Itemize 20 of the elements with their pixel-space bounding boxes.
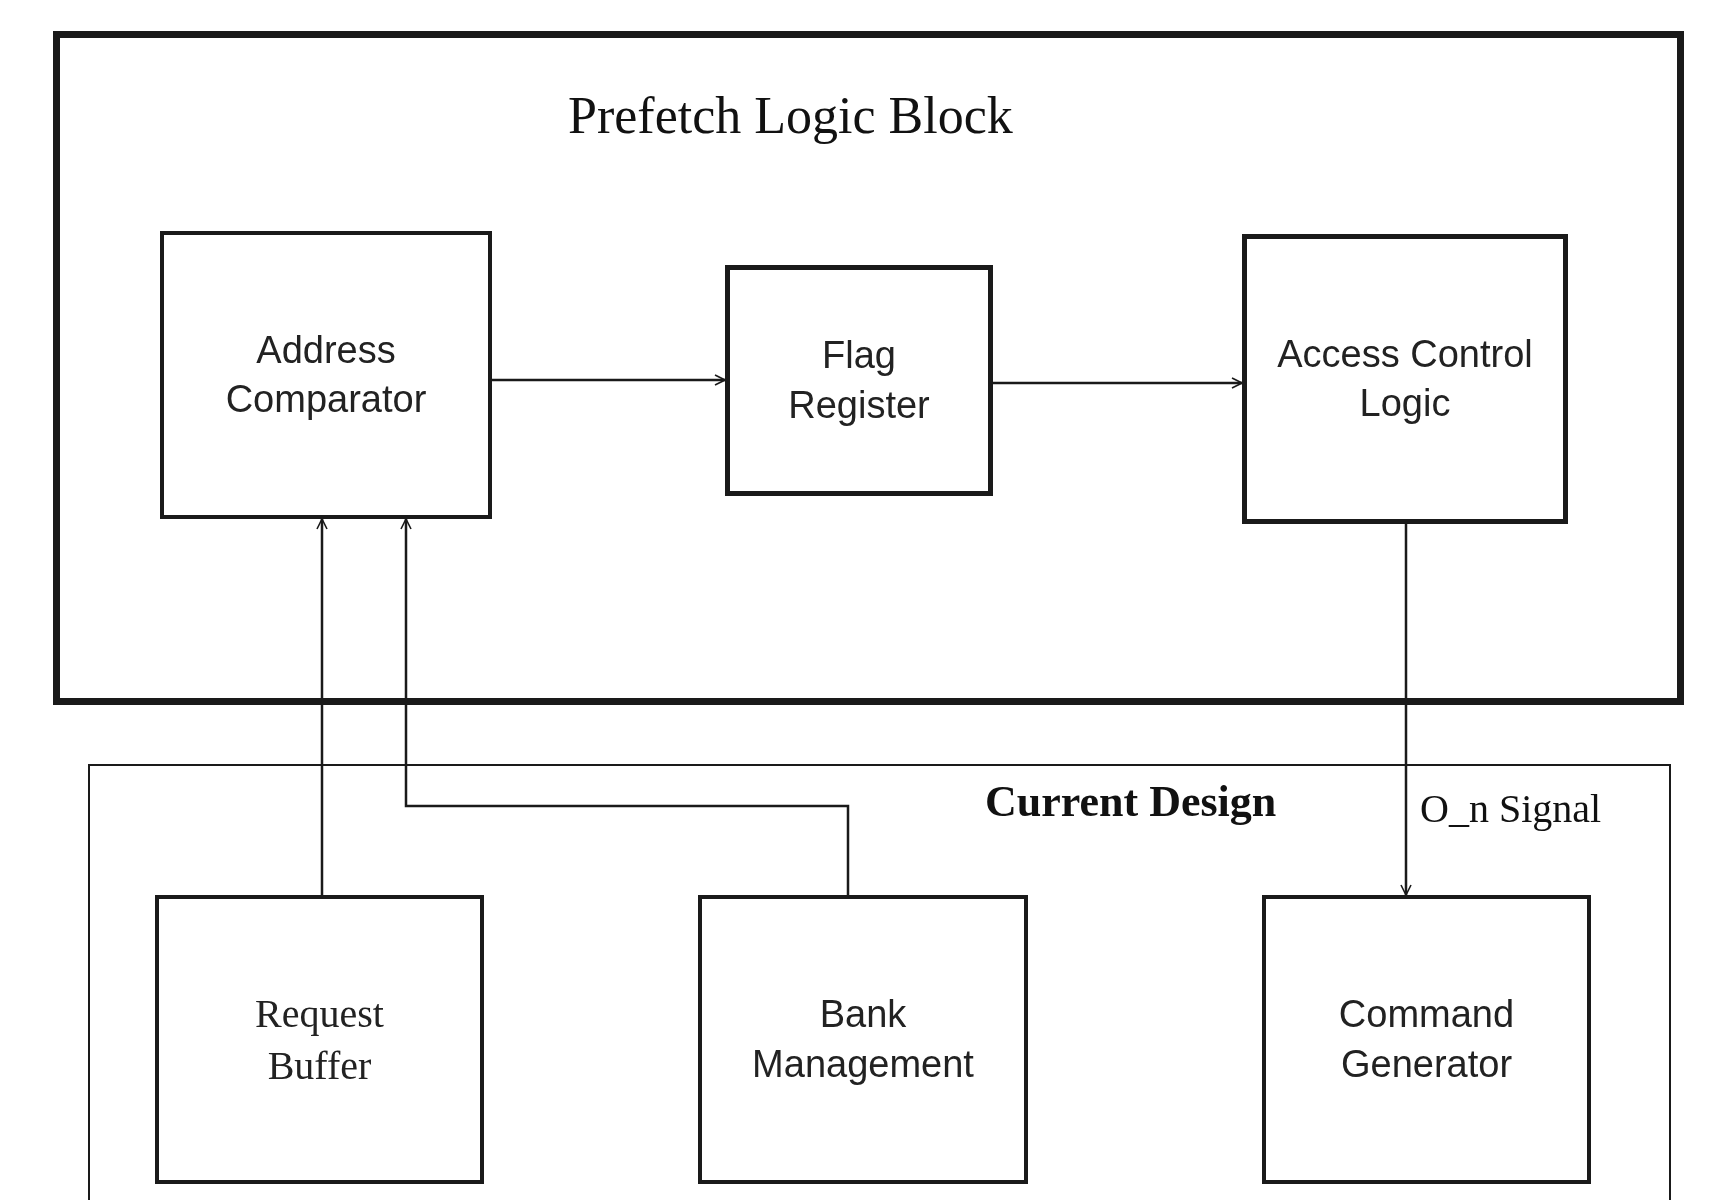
arrow xyxy=(316,518,328,895)
block-label: Access Control Logic xyxy=(1276,331,1534,426)
block-box xyxy=(1262,895,1591,1184)
arrow xyxy=(492,374,726,386)
arrow xyxy=(993,377,1243,389)
group-title: Current Design xyxy=(985,776,1277,827)
group-frame xyxy=(53,31,1684,705)
block-box xyxy=(725,265,993,496)
group-title: Prefetch Logic Block xyxy=(568,86,1013,145)
block-box xyxy=(155,895,484,1184)
block-label: Address Comparator xyxy=(224,327,428,422)
block-label: Flag Register xyxy=(787,333,931,428)
block-label: Command Generator xyxy=(1337,992,1516,1087)
arrow xyxy=(1400,524,1412,896)
block-label: Request Buffer xyxy=(254,989,385,1090)
block-box xyxy=(160,231,492,519)
arrow xyxy=(400,518,850,895)
block-label: Bank Management xyxy=(751,992,975,1087)
block-box xyxy=(698,895,1028,1184)
block-box xyxy=(1242,234,1568,524)
